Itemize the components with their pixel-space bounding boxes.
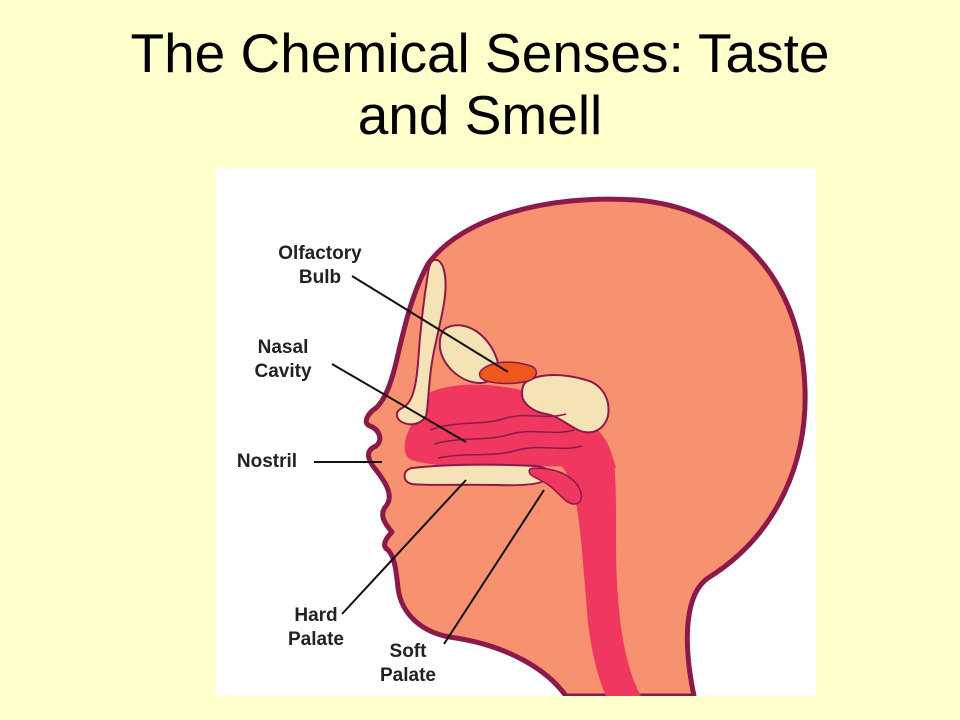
soft-palate-label: Soft Palate (368, 640, 448, 688)
hard-palate-shape (403, 463, 551, 487)
sphenoid-bone (520, 374, 610, 434)
head-illustration (314, 196, 808, 696)
olfactory-bulb-label: Olfactory Bulb (264, 242, 376, 290)
turbinate-lines (429, 413, 583, 459)
soft-palate-shape (528, 467, 583, 505)
nasal-cavity-label: Nasal Cavity (238, 336, 328, 384)
soft-palate-label-line-1: Soft (389, 641, 427, 662)
olfactory-bulb-label-line-2: Bulb (298, 267, 342, 288)
title-line-2: and Smell (357, 84, 603, 146)
olfactory-bulb-label-line-1: Olfactory (278, 243, 362, 264)
olfactory-bulb-leader (351, 275, 509, 373)
head-cross-section-figure: Olfactory Bulb Nasal Cavity Nostril Hard… (216, 168, 816, 696)
soft-palate-label-line-2: Palate (380, 665, 436, 686)
nasal-cavity-leader (331, 363, 467, 443)
nasal-bone (396, 258, 447, 426)
soft-palate-leader (443, 489, 545, 645)
slide-title: The Chemical Senses: Taste and Smell (0, 22, 960, 146)
nasal-cavity-label-line-1: Nasal (257, 337, 309, 358)
title-line-1: The Chemical Senses: Taste (130, 22, 830, 84)
hard-palate-label: Hard Palate (276, 604, 356, 652)
hard-palate-label-line-2: Palate (288, 629, 344, 650)
nasal-cavity-label-line-2: Cavity (254, 361, 312, 382)
nostril-label: Nostril (224, 450, 310, 474)
nostril-label-line-1: Nostril (236, 451, 298, 472)
hard-palate-label-line-1: Hard (294, 605, 338, 626)
hard-palate-leader (341, 479, 467, 615)
olfactory-bulb-shape (478, 361, 537, 385)
